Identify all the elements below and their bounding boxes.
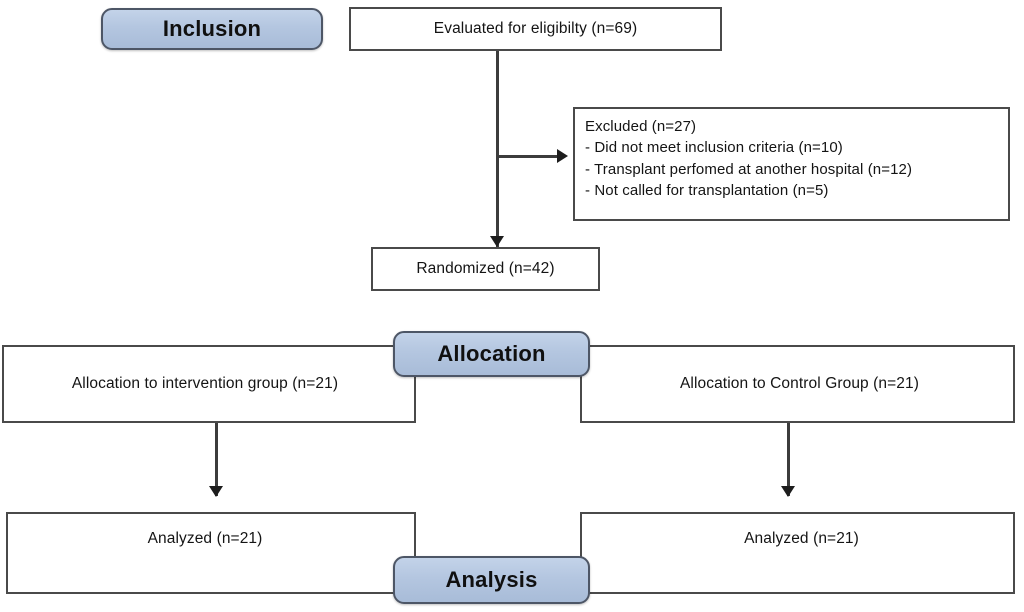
node-allocation-control-label: Allocation to Control Group (n=21)	[679, 374, 920, 392]
node-allocation-intervention: Allocation to intervention group (n=21)	[2, 345, 416, 423]
node-excluded-reason-1: - Transplant perfomed at another hospita…	[585, 160, 913, 178]
node-analyzed-control: Analyzed (n=21)	[580, 512, 1015, 594]
node-excluded-reason-2: - Not called for transplantation (n=5)	[585, 182, 829, 200]
node-analyzed-control-label: Analyzed (n=21)	[744, 529, 859, 547]
node-enrollment: Evaluated for eligibilty (n=69)	[349, 7, 722, 51]
node-analyzed-intervention-label: Analyzed (n=21)	[147, 529, 263, 547]
node-enrollment-label: Evaluated for eligibilty (n=69)	[433, 19, 638, 37]
connector-intervention-to-analyzed	[215, 423, 218, 496]
node-allocation-control: Allocation to Control Group (n=21)	[580, 345, 1015, 423]
node-randomized-label: Randomized (n=42)	[416, 259, 555, 277]
node-analyzed-intervention: Analyzed (n=21)	[6, 512, 416, 594]
stage-badge-analysis: Analysis	[393, 556, 590, 604]
node-excluded-reason-0: - Did not meet inclusion criteria (n=10)	[585, 139, 843, 157]
stage-badge-allocation-label: Allocation	[437, 341, 546, 366]
arrowhead-intervention-to-analyzed	[209, 486, 223, 497]
connector-enrollment-to-randomized	[496, 51, 499, 247]
stage-badge-inclusion: Inclusion	[101, 8, 323, 50]
node-excluded-heading: Excluded (n=27)	[585, 118, 697, 135]
node-randomized: Randomized (n=42)	[371, 247, 600, 291]
stage-badge-allocation: Allocation	[393, 331, 590, 377]
node-allocation-intervention-label: Allocation to intervention group (n=21)	[71, 374, 339, 392]
node-excluded: Excluded (n=27) - Did not meet inclusion…	[573, 107, 1010, 221]
connector-control-to-analyzed	[787, 423, 790, 496]
arrowhead-enrollment-to-excluded	[557, 149, 568, 163]
stage-badge-inclusion-label: Inclusion	[162, 16, 262, 41]
connector-enrollment-to-excluded	[496, 155, 559, 158]
stage-badge-analysis-label: Analysis	[445, 567, 538, 592]
arrowhead-control-to-analyzed	[781, 486, 795, 497]
arrowhead-enrollment-to-randomized	[490, 236, 504, 247]
